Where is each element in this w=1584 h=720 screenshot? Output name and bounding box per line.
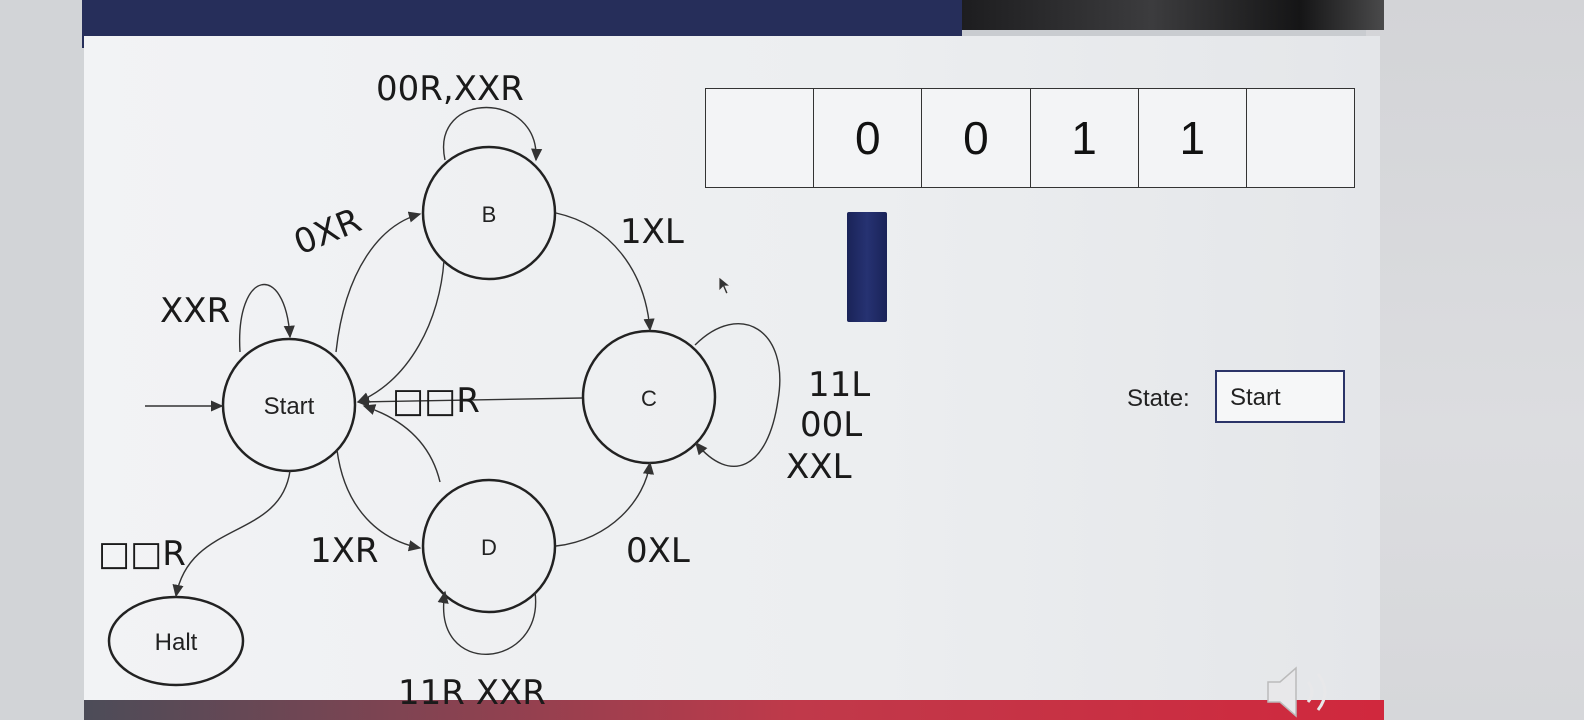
edge-c-to-start [356,396,583,408]
edge-d-to-c [555,461,655,547]
background-right [1366,0,1584,720]
slide-footer-bar [84,700,1384,720]
tape-cell: 0 [814,89,923,187]
transition-b-loop: 00R,XXR [376,69,524,109]
turing-tape: 0 0 1 1 [705,88,1355,188]
edge-start-to-halt [172,470,291,598]
transition-c-loop-1: 11L [808,365,870,405]
speaker-icon[interactable] [1262,660,1342,720]
edge-b-loop [442,106,543,162]
tape-cell [706,89,815,187]
transition-start-to-halt: □□R [98,534,186,574]
edge-start-loop [239,283,295,353]
tape-cell [1247,89,1354,187]
transition-b-to-c: 1XL [620,212,684,252]
edge-b-to-c [555,212,655,332]
tape-cell: 1 [1031,89,1139,187]
state-d-label: D [481,535,497,560]
transition-start-loop: XXR [160,291,230,331]
edge-start-to-b [335,211,422,353]
edge-d-loop [437,590,537,655]
state-b-circle [421,145,557,281]
transition-d-loop: 11R XXR [398,673,546,713]
transition-c-to-start: □□R [392,381,480,421]
state-halt-label: Halt [155,629,198,656]
transition-d-to-c: 0XL [626,531,690,571]
state-readout-value: Start [1215,370,1345,423]
edge-d-to-start [362,404,441,483]
state-c-label: C [641,386,657,411]
tape-cell: 0 [922,89,1031,187]
mouse-pointer-icon [718,276,732,295]
edge-c-loop [694,323,781,467]
state-d-circle [421,478,557,614]
transition-c-loop-2: 00L [800,405,862,445]
state-b-label: B [482,202,497,227]
state-readout-label: State: [1127,385,1190,412]
transition-start-to-d: 1XR [310,531,379,571]
video-overlay-strip [962,0,1384,30]
transition-start-to-b: 0XR [288,201,367,264]
tape-cell: 1 [1139,89,1247,187]
state-start-label: Start [264,393,315,420]
edge-start-to-d [336,449,422,552]
tape-head-marker [847,212,887,322]
background-left [0,0,86,720]
edge-b-to-start [356,259,445,403]
transition-c-loop-3: XXL [786,447,852,487]
